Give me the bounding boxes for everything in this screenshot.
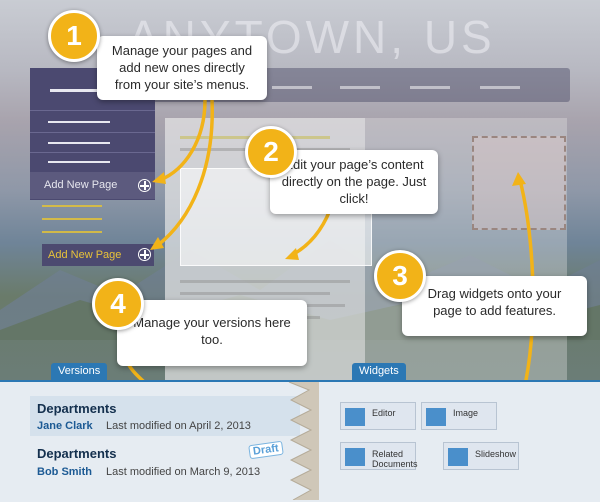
- version-author: Bob Smith: [37, 466, 92, 478]
- widget-icon: [448, 448, 468, 466]
- nav-placeholder: [410, 86, 450, 89]
- callout-edit-text: Edit your page’s content directly on the…: [281, 157, 427, 206]
- menu-item[interactable]: [50, 89, 130, 92]
- arrow-2: [290, 208, 332, 257]
- arrow-1b: [156, 98, 214, 247]
- widget-label: Editor: [372, 408, 396, 418]
- add-new-page-label: Add New Page: [44, 179, 118, 191]
- callout-widgets-text: Drag widgets onto your page to add featu…: [427, 286, 562, 318]
- tab-versions[interactable]: Versions: [51, 363, 108, 380]
- widget-label: Related Documents: [372, 449, 418, 469]
- submenu-item[interactable]: [42, 231, 102, 233]
- nav-placeholder: [340, 86, 380, 89]
- submenu-item[interactable]: [42, 218, 102, 220]
- step-badge-3: 3: [374, 250, 426, 302]
- step-badge-2: 2: [245, 126, 297, 178]
- add-new-subpage-button[interactable]: Add New Page: [42, 244, 154, 266]
- menu-item[interactable]: [48, 142, 110, 144]
- version-author: Jane Clark: [37, 420, 93, 432]
- widget-icon: [426, 408, 446, 426]
- callout-pages-text: Manage your pages and add new ones direc…: [111, 43, 253, 92]
- callout-widgets: Drag widgets onto your page to add featu…: [402, 276, 587, 336]
- version-row[interactable]: [30, 396, 300, 436]
- callout-edit: Edit your page’s content directly on the…: [270, 150, 438, 214]
- add-page-icon: [138, 248, 151, 261]
- arrow-1a: [158, 98, 207, 182]
- widget-label: Image: [453, 408, 479, 418]
- content-line: [180, 280, 350, 283]
- widget-icon: [345, 448, 365, 466]
- menu-divider: [30, 110, 155, 111]
- widget-related-documents[interactable]: Related Documents: [340, 442, 418, 470]
- menu-divider: [30, 132, 155, 133]
- widget-label: Slideshow: [475, 449, 517, 459]
- add-new-page-label: Add New Page: [48, 249, 122, 261]
- content-line: [180, 292, 330, 295]
- submenu-item[interactable]: [42, 205, 102, 207]
- callout-versions-text: Manage your versions here too.: [133, 315, 291, 347]
- add-new-page-button[interactable]: Add New Page: [30, 172, 155, 199]
- widget-editor[interactable]: Editor: [340, 402, 416, 430]
- version-modified: Last modified on March 9, 2013: [106, 466, 261, 478]
- widget-icon: [345, 408, 365, 426]
- menu-item[interactable]: [48, 161, 110, 163]
- widget-slideshow[interactable]: Slideshow: [443, 442, 519, 470]
- add-page-icon: [138, 179, 151, 192]
- step-badge-1: 1: [48, 10, 100, 62]
- callout-versions: Manage your versions here too.: [117, 300, 307, 366]
- tab-widgets[interactable]: Widgets: [352, 363, 406, 380]
- widget-image[interactable]: Image: [421, 402, 497, 430]
- step-badge-4: 4: [92, 278, 144, 330]
- nav-placeholder: [272, 86, 312, 89]
- callout-pages: Manage your pages and add new ones direc…: [97, 36, 267, 100]
- version-modified: Last modified on April 2, 2013: [106, 420, 251, 432]
- menu-divider: [30, 152, 155, 153]
- nav-placeholder: [480, 86, 520, 89]
- version-title[interactable]: Departments: [37, 401, 117, 416]
- menu-item[interactable]: [48, 121, 110, 123]
- torn-edge-divider: [288, 382, 319, 500]
- version-title[interactable]: Departments: [37, 446, 117, 461]
